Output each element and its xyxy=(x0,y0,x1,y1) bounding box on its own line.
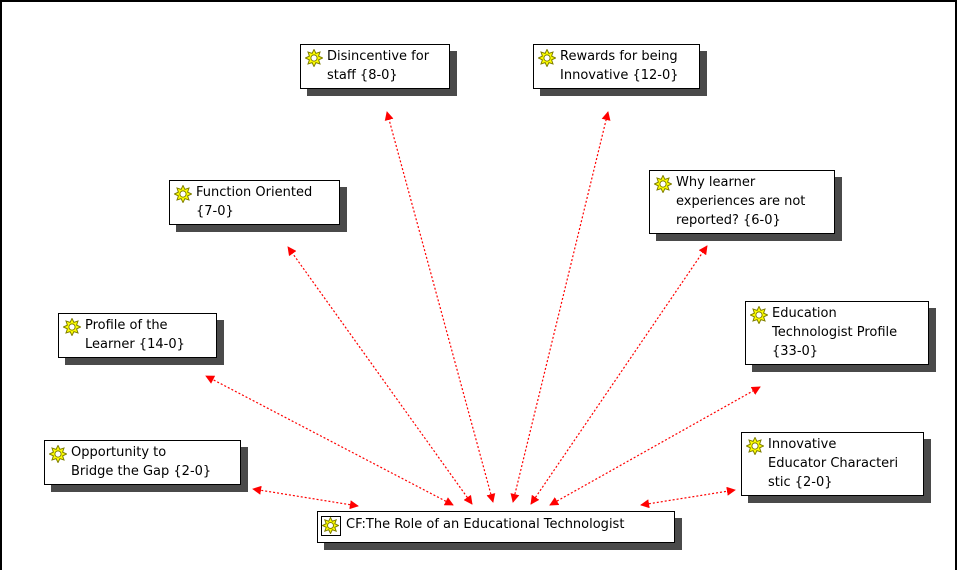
node-label-line: Profile of the xyxy=(85,318,168,333)
gear-icon xyxy=(745,436,765,456)
node-disincentive[interactable]: Disincentive for staff {8-0} xyxy=(300,44,450,89)
node-innovative-educator[interactable]: Innovative Educator Characteri stic {2-0… xyxy=(741,432,924,496)
node-label-line: {7-0} xyxy=(196,204,234,219)
edge-why-learner xyxy=(530,245,708,505)
node-label-line: {33-0} xyxy=(772,344,819,359)
node-label-line: Innovative xyxy=(768,437,837,452)
edge-rewards xyxy=(510,111,611,503)
gear-icon xyxy=(749,305,769,325)
gear-icon xyxy=(537,48,557,68)
gear-icon xyxy=(48,444,68,464)
node-label-line: Rewards for being xyxy=(560,49,678,64)
node-label-line: Bridge the Gap {2-0} xyxy=(71,464,212,479)
center-node-label: CF:The Role of an Educational Technologi… xyxy=(346,517,625,532)
node-label-line: Learner {14-0} xyxy=(85,337,185,352)
node-label-line: staff {8-0} xyxy=(327,68,398,83)
node-label-line: Disincentive for xyxy=(327,49,430,64)
gear-icon xyxy=(62,317,82,337)
node-label-line: Why learner xyxy=(676,175,756,190)
node-opportunity[interactable]: Opportunity to Bridge the Gap {2-0} xyxy=(44,440,241,485)
node-rewards[interactable]: Rewards for being Innovative {12-0} xyxy=(533,44,700,89)
edge-profile-learner xyxy=(205,375,454,506)
node-label-line: Opportunity to xyxy=(71,445,167,460)
node-label-line: reported? {6-0} xyxy=(676,213,781,228)
node-label-line: Technologist Profile xyxy=(772,325,898,340)
node-edtech-profile[interactable]: Education Technologist Profile {33-0} xyxy=(745,301,929,365)
node-profile-learner[interactable]: Profile of the Learner {14-0} xyxy=(58,313,217,358)
edge-innovative-educator xyxy=(640,486,736,509)
gear-icon xyxy=(321,516,341,536)
node-label-line: Innovative {12-0} xyxy=(560,68,679,83)
node-label-line: stic {2-0} xyxy=(768,475,833,490)
node-label-line: experiences are not xyxy=(676,194,806,209)
gear-icon xyxy=(173,184,193,204)
node-label-line: Educator Characteri xyxy=(768,456,899,471)
node-why-learner[interactable]: Why learner experiences are not reported… xyxy=(649,170,835,234)
node-label-line: Education xyxy=(772,306,837,321)
gear-icon xyxy=(304,48,324,68)
node-center[interactable]: CF:The Role of an Educational Technologi… xyxy=(317,511,675,543)
node-label-line: Function Oriented xyxy=(196,185,313,200)
edge-edtech-profile xyxy=(549,386,761,506)
node-function-oriented[interactable]: Function Oriented {7-0} xyxy=(169,180,340,225)
edge-disincentive xyxy=(384,111,496,503)
edge-function-oriented xyxy=(287,246,473,505)
gear-icon xyxy=(653,174,673,194)
edge-opportunity xyxy=(252,485,359,510)
